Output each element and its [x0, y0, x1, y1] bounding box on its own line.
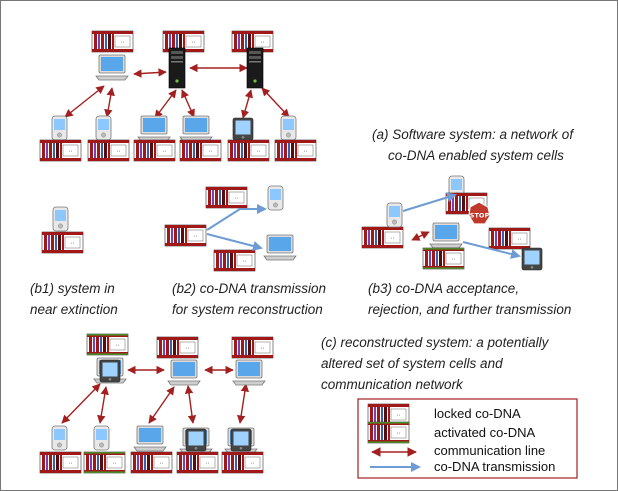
panel-a-communication-lines	[64, 63, 290, 119]
server-icon	[246, 47, 264, 89]
panel-c-communication-lines	[61, 365, 250, 424]
phone-icon	[280, 115, 297, 141]
locked-co-dna-icon	[164, 224, 207, 247]
locked-co-dna-icon	[39, 139, 82, 162]
legend-activated-label: activated co-DNA	[434, 425, 535, 440]
server-icon	[168, 47, 186, 89]
caption-b3-line1: (b3) co-DNA acceptance,	[368, 281, 519, 296]
locked-co-dna-icon	[156, 336, 199, 359]
caption-b3-line2: rejection, and further transmission	[368, 302, 571, 317]
tablet-icon	[232, 117, 254, 141]
locked-co-dna-icon	[130, 451, 173, 474]
locked-co-dna-icon	[488, 227, 531, 250]
legend-locked-label: locked co-DNA	[434, 406, 521, 421]
legend-activated-co-dna-icon	[368, 422, 409, 443]
laptop-icon	[179, 115, 213, 142]
locked-co-dna-icon	[179, 139, 222, 162]
laptop-icon	[232, 359, 266, 386]
panel-a-network	[39, 30, 317, 162]
phone-icon	[52, 206, 69, 232]
tablet-icon	[230, 428, 252, 452]
caption-b1-line2: near extinction	[30, 302, 118, 317]
phone-icon	[93, 425, 110, 451]
laptop-icon	[263, 234, 297, 261]
caption-c-line3: communication network	[321, 377, 464, 392]
caption-b1-line1: (b1) system in	[30, 281, 115, 296]
tablet-icon	[99, 359, 121, 383]
phone-icon	[51, 115, 68, 141]
stop-sign-icon: STOP	[468, 201, 491, 225]
phone-icon	[95, 115, 112, 141]
caption-a-line2: co-DNA enabled system cells	[388, 148, 564, 163]
phone-icon	[51, 425, 68, 451]
phone-icon	[386, 202, 403, 228]
locked-co-dna-icon	[133, 139, 176, 162]
laptop-icon	[137, 115, 171, 142]
phone-icon	[267, 185, 284, 211]
activated-co-dna-icon	[87, 334, 128, 355]
locked-co-dna-icon	[205, 186, 248, 209]
locked-co-dna-icon	[213, 249, 256, 272]
panel-c-reconstructed	[39, 334, 274, 474]
locked-co-dna-icon	[231, 336, 274, 359]
caption-a-line1: (a) Software system: a network of	[372, 127, 574, 142]
locked-co-dna-icon	[361, 226, 404, 249]
caption-b2-line1: (b2) co-DNA transmission	[172, 281, 326, 296]
legend: locked co-DNA activated co-DNA communica…	[357, 398, 578, 479]
locked-co-dna-icon	[227, 139, 270, 162]
panel-b1	[41, 206, 84, 254]
panel-b2	[164, 185, 297, 272]
panel-b3: STOP	[361, 175, 543, 271]
locked-co-dna-icon	[91, 30, 134, 53]
activated-co-dna-icon	[84, 452, 125, 473]
locked-co-dna-icon	[39, 451, 82, 474]
activated-co-dna-icon	[423, 248, 464, 269]
caption-c-line1: (c) reconstructed system: a potentially	[321, 335, 550, 350]
locked-co-dna-icon	[41, 231, 84, 254]
locked-co-dna-icon	[274, 139, 317, 162]
stop-sign-label: STOP	[470, 212, 490, 220]
caption-c-line2: altered set of system cells and	[321, 356, 503, 371]
caption-b2-line2: for system reconstruction	[172, 302, 323, 317]
legend-transmission-label: co-DNA transmission	[434, 459, 555, 474]
tablet-icon	[521, 247, 543, 271]
laptop-icon	[167, 359, 201, 386]
locked-co-dna-icon	[221, 451, 264, 474]
tablet-icon	[185, 428, 207, 452]
locked-co-dna-icon	[176, 451, 219, 474]
laptop-icon	[429, 222, 463, 249]
laptop-icon	[95, 54, 129, 81]
b2-transmission-arrows	[206, 204, 267, 251]
legend-communication-label: communication line	[434, 443, 545, 458]
locked-co-dna-icon	[87, 139, 130, 162]
laptop-icon	[133, 425, 167, 452]
